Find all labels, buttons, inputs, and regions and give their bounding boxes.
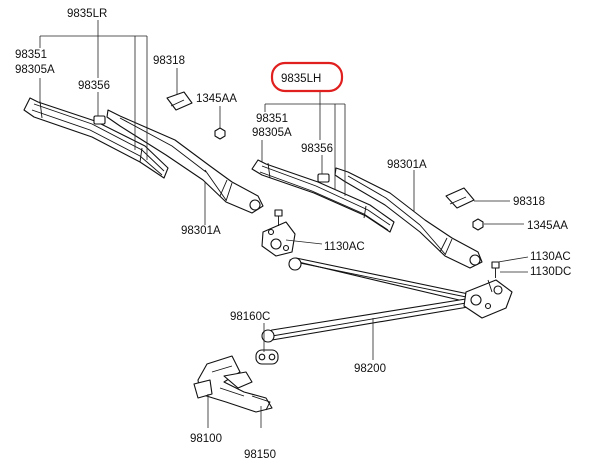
label-bolt-center: 1130AC <box>324 241 365 253</box>
bolt-right-upper <box>491 261 500 278</box>
label-nut-rh: 1345AA <box>196 93 237 105</box>
clip-rh <box>93 115 106 125</box>
label-bolt-right-1: 1130AC <box>530 251 571 263</box>
nut-lh <box>472 218 484 231</box>
label-bushing: 98160C <box>230 311 270 323</box>
label-refill-lh: 98351 <box>256 113 288 125</box>
label-cap-lh: 98318 <box>513 196 545 208</box>
label-set-lh: 9835LH <box>281 73 321 85</box>
bushing <box>255 349 279 365</box>
label-motor: 98100 <box>190 433 222 445</box>
label-cap-rh: 98318 <box>153 55 185 67</box>
label-clip-rh: 98356 <box>78 80 110 92</box>
label-arm-rh: 98301A <box>181 225 221 237</box>
highlight-ring <box>270 61 344 93</box>
label-linkage: 98200 <box>354 363 386 375</box>
arm-rh <box>106 109 264 214</box>
label-bracket: 98150 <box>244 449 276 461</box>
label-blade-lh: 98305A <box>252 127 292 139</box>
nut-rh <box>214 127 226 140</box>
label-set-rh: 9835LR <box>67 8 107 20</box>
bolt-center <box>274 209 283 226</box>
clip-lh <box>317 173 330 183</box>
arm-lh <box>334 167 483 269</box>
cap-lh <box>445 187 475 209</box>
motor-bracket <box>223 371 271 411</box>
label-nut-lh: 1345AA <box>527 220 568 232</box>
leader-lines <box>39 20 529 428</box>
motor <box>193 355 273 413</box>
label-blade-rh: 98305A <box>15 64 55 76</box>
label-clip-lh: 98356 <box>301 143 333 155</box>
bolt-right-lower <box>487 279 493 293</box>
label-arm-lh: 98301A <box>387 159 427 171</box>
blade-rh <box>23 97 169 179</box>
blade-lh <box>251 159 395 233</box>
label-refill-rh: 98351 <box>15 49 47 61</box>
linkage-assembly <box>261 221 513 343</box>
cap-rh <box>166 91 193 111</box>
label-bolt-right-2: 1130DC <box>530 266 571 278</box>
